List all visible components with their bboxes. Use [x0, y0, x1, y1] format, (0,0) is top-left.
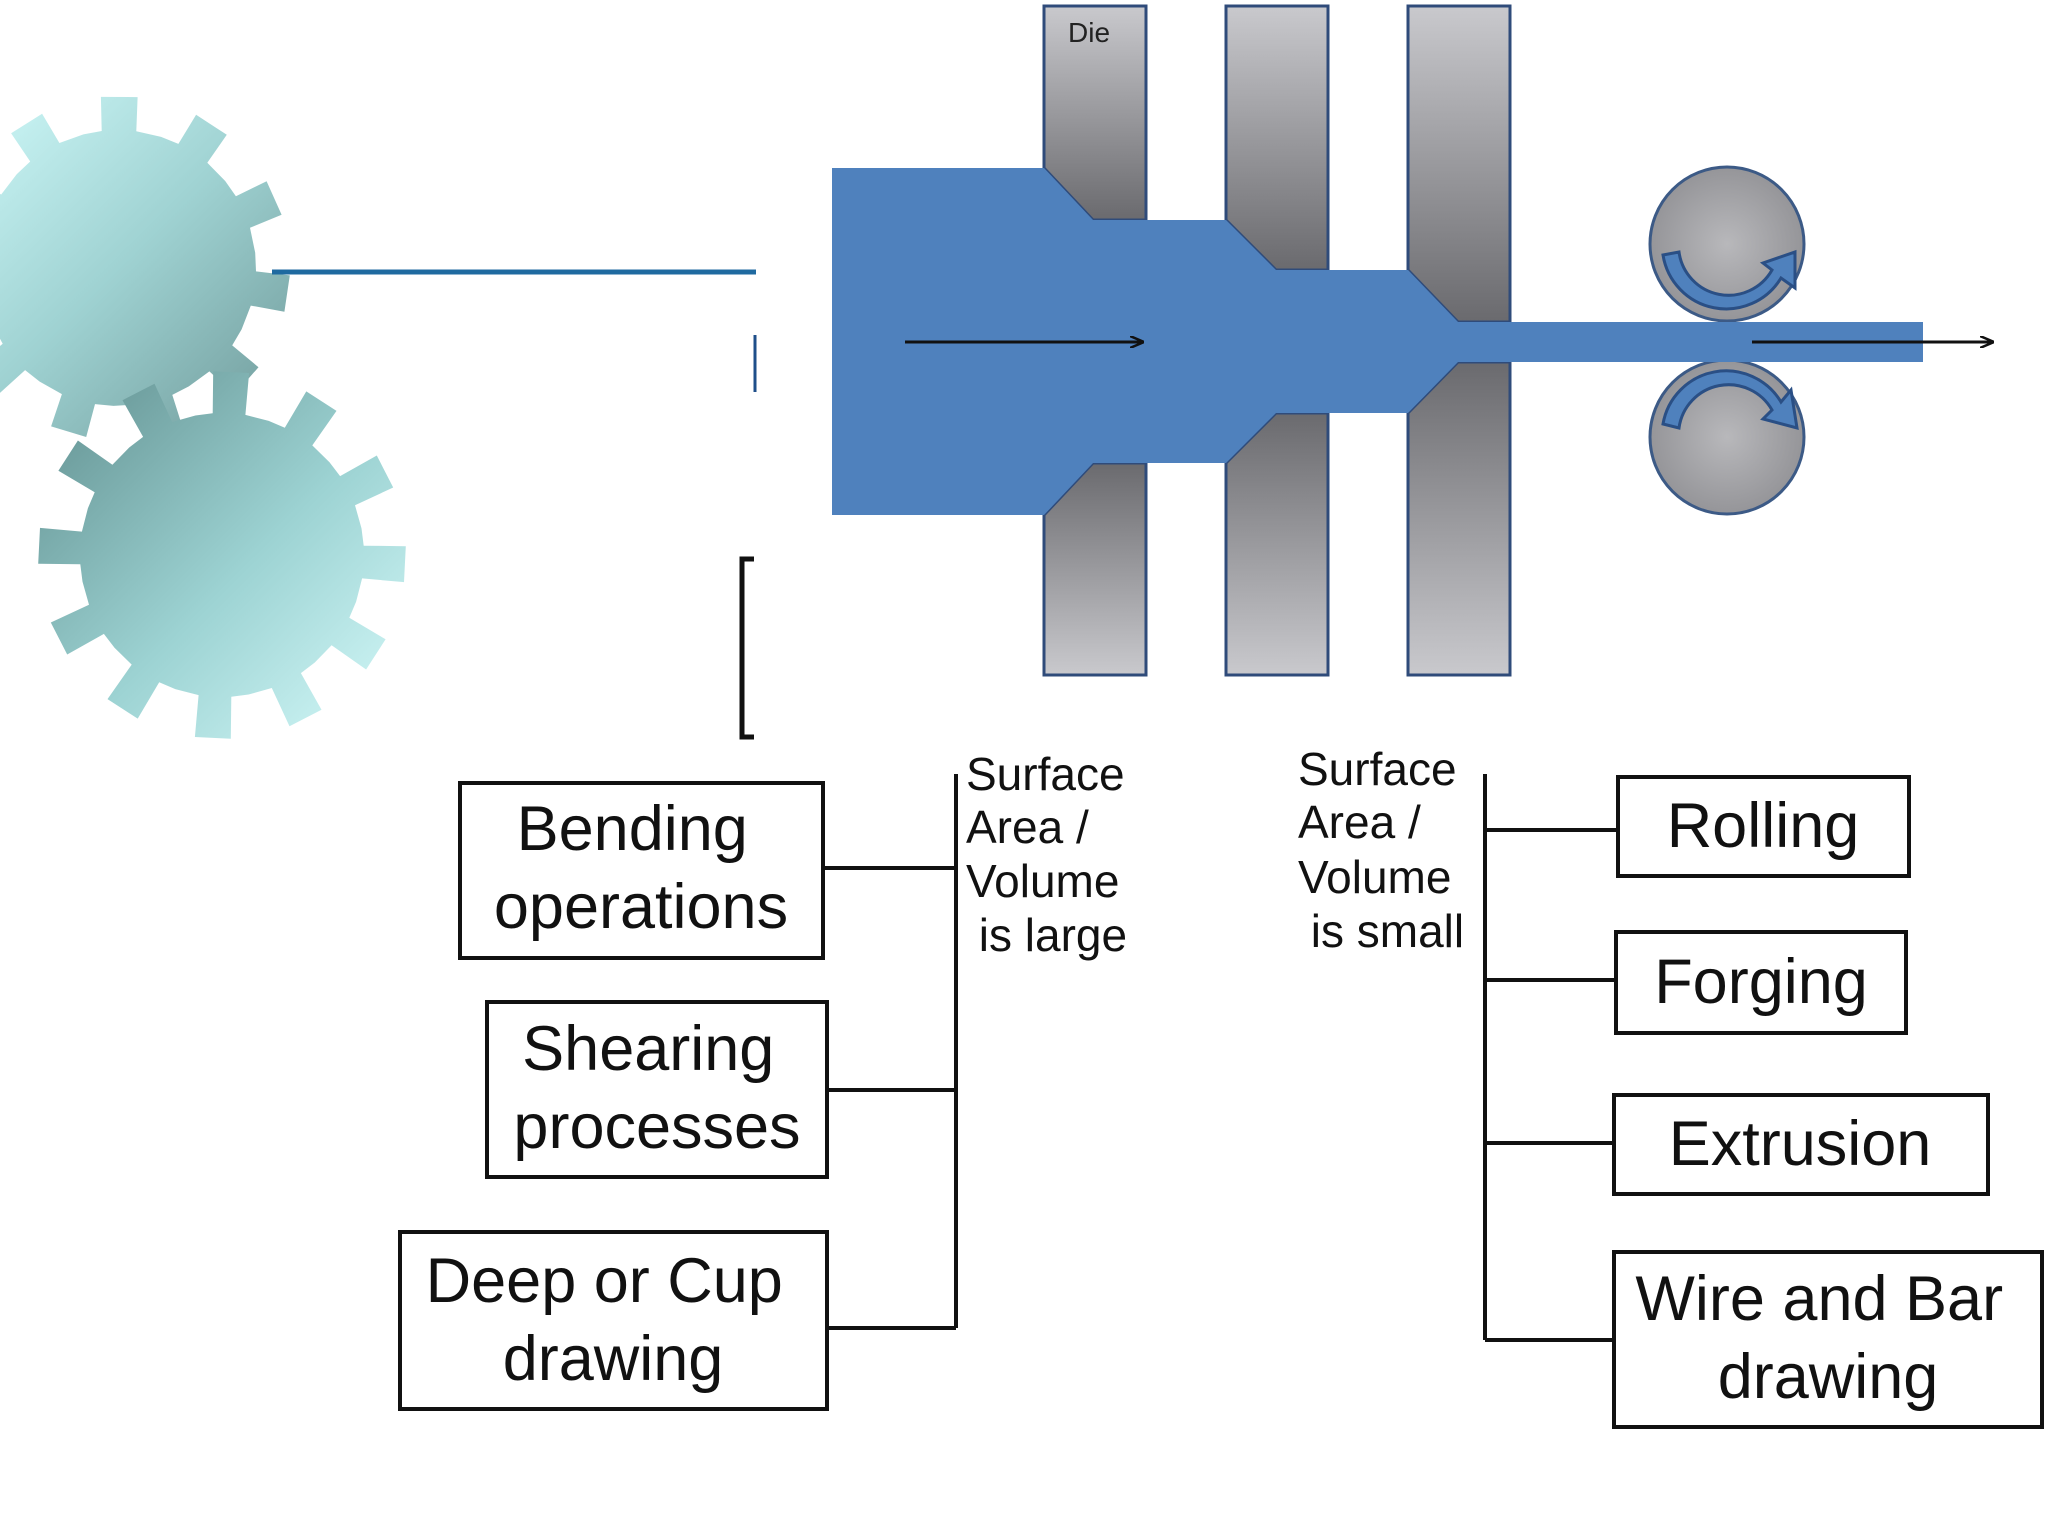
metal-forming-illustration: Die	[832, 4, 1993, 677]
bracket-fragment	[739, 556, 754, 740]
die-top-2	[1224, 4, 1330, 272]
gear-icon	[0, 96, 290, 438]
svg-text:Wire and Bar drawing: Wire and Bar drawing	[1635, 1264, 2020, 1412]
gear-icon	[38, 371, 406, 739]
process-box-wire-and-bar-drawing: Wire and Bar drawing	[1612, 1250, 2044, 1429]
rotation-arrow-icon	[1661, 369, 1799, 431]
die-label: Die	[1068, 17, 1110, 48]
svg-text:Extrusion: Extrusion	[1669, 1109, 1932, 1179]
svg-text:Rolling: Rolling	[1667, 791, 1860, 861]
process-box-shearing-processes: Shearing processes	[485, 1000, 829, 1179]
svg-text:Deep or Cup drawing: Deep or Cup drawing	[426, 1246, 801, 1394]
process-box-forging: Forging	[1614, 930, 1908, 1035]
process-box-rolling: Rolling	[1616, 775, 1911, 878]
process-box-deep-or-cup-drawing: Deep or Cup drawing	[398, 1230, 829, 1411]
left-group-label: Surface Area / Volume is large	[966, 748, 1137, 961]
svg-text:Shearing processes: Shearing processes	[513, 1014, 800, 1162]
svg-text:Bending operations: Bending operations	[494, 794, 788, 942]
workpiece	[832, 168, 1923, 515]
svg-text:Forging: Forging	[1654, 947, 1868, 1017]
process-box-extrusion: Extrusion	[1612, 1093, 1990, 1196]
process-box-bending-operations: Bending operations	[458, 781, 825, 960]
die-bottom-3	[1406, 360, 1512, 677]
classification-tree: Surface Area / Volume is large Surface A…	[398, 743, 2044, 1429]
rotation-arrow-icon	[1661, 249, 1797, 311]
die-bottom-2	[1224, 411, 1330, 677]
right-group-label: Surface Area / Volume is small	[1298, 743, 1469, 957]
die-top-3	[1406, 4, 1512, 324]
